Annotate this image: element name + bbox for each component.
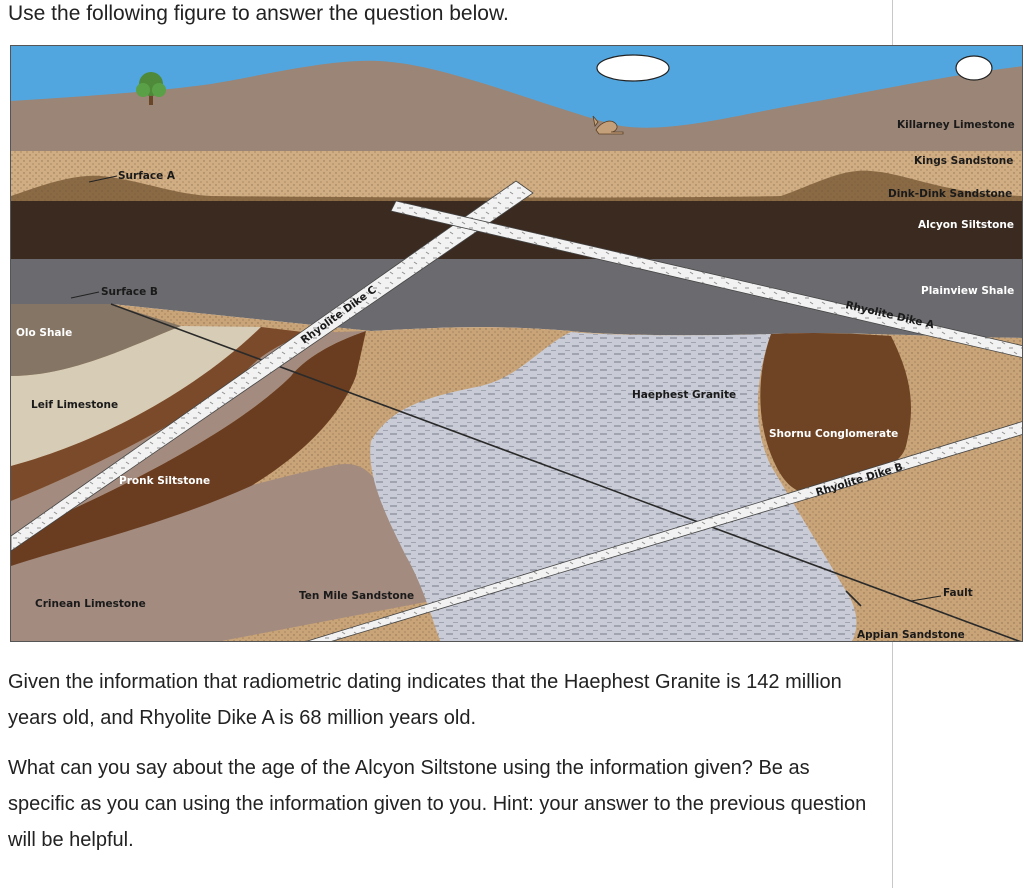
crinean-limestone-layer <box>11 464 431 641</box>
label-pronk-siltstone: Pronk Siltstone <box>119 475 210 487</box>
cloud-icon <box>955 55 993 81</box>
plainview-shale-layer <box>11 259 1022 338</box>
label-plainview-shale: Plainview Shale <box>921 285 1014 297</box>
tree-icon <box>136 72 166 105</box>
surface-a-pointer <box>88 175 118 183</box>
label-surface-a: Surface A <box>118 170 176 182</box>
cloud-icon <box>596 54 670 82</box>
geologic-cross-section: Killarney Limestone Kings Sandstone Dink… <box>10 45 1023 642</box>
label-surface-b: Surface B <box>101 286 158 298</box>
question-prompt-paragraph: What can you say about the age of the Al… <box>8 757 867 851</box>
label-crinean-limestone: Crinean Limestone <box>35 598 146 610</box>
dike-texture <box>391 201 1022 358</box>
leif-limestone-layer <box>11 326 261 466</box>
question-context-paragraph: Given the information that radiometric d… <box>8 671 842 729</box>
kangaroo-icon <box>592 115 624 135</box>
label-alcyon-siltstone: Alcyon Siltstone <box>918 219 1014 231</box>
dike-texture <box>307 421 1022 641</box>
label-ten-mile-sandstone: Ten Mile Sandstone <box>299 590 414 602</box>
label-haephest-granite: Haephest Granite <box>632 389 736 401</box>
fault-offset <box>845 590 862 607</box>
label-kings-sandstone: Kings Sandstone <box>914 155 1013 167</box>
intro-text: Use the following figure to answer the q… <box>8 2 509 25</box>
granite-texture <box>370 332 857 641</box>
pronk-siltstone-fold-band <box>11 331 366 566</box>
sandstone-texture <box>11 170 1022 204</box>
label-dink-dink-sandstone: Dink-Dink Sandstone <box>888 188 1012 200</box>
fault-pointer <box>910 595 942 602</box>
label-appian-sandstone: Appian Sandstone <box>857 629 965 641</box>
label-olo-shale: Olo Shale <box>16 327 72 339</box>
label-shornu-conglomerate: Shornu Conglomerate <box>769 428 898 440</box>
label-killarney-limestone: Killarney Limestone <box>897 119 1015 131</box>
surface-b-pointer <box>70 291 100 299</box>
dike-texture <box>11 181 533 551</box>
label-fault: Fault <box>943 587 973 599</box>
dark-brown-fold-band <box>11 327 311 501</box>
killarney-limestone-layer <box>11 60 1022 156</box>
shornu-conglomerate-layer <box>760 332 911 495</box>
olo-shale-layer <box>11 304 181 376</box>
label-leif-limestone: Leif Limestone <box>31 399 118 411</box>
